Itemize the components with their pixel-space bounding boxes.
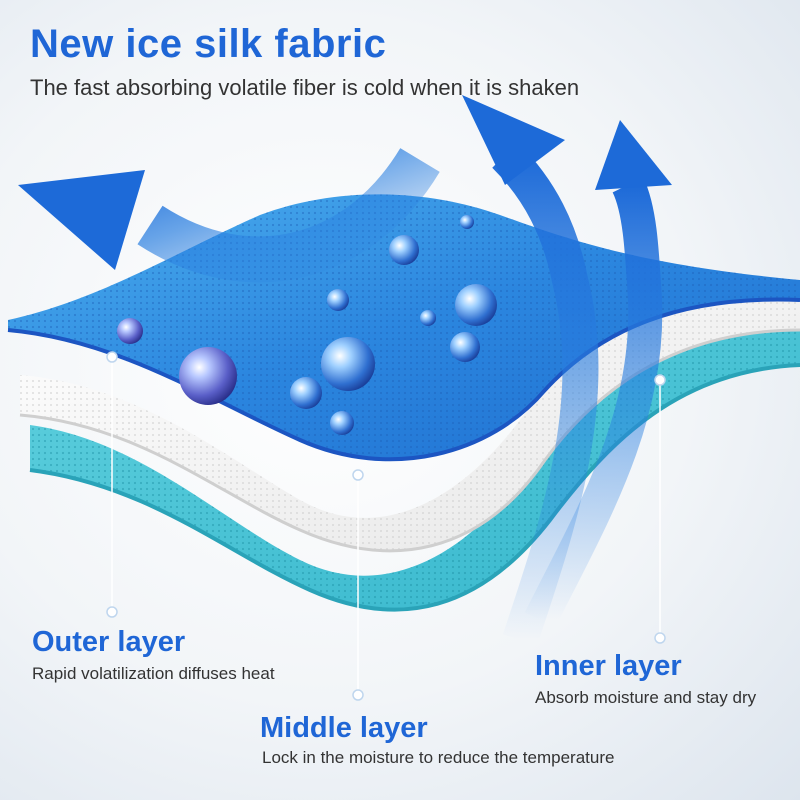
middle-layer-description: Lock in the moisture to reduce the tempe… xyxy=(262,748,615,767)
inner-fabric-layer xyxy=(29,325,800,612)
right-heat-arrow xyxy=(524,120,672,628)
center-heat-arrow xyxy=(462,95,599,646)
callout-lines xyxy=(106,351,666,701)
page-title: New ice silk fabric xyxy=(30,22,387,66)
outer-layer-title: Outer layer xyxy=(32,626,186,658)
page-subtitle: The fast absorbing volatile fiber is col… xyxy=(30,75,580,100)
left-heat-arrow xyxy=(18,147,440,283)
water-droplets xyxy=(117,215,497,435)
inner-layer-title: Inner layer xyxy=(535,650,682,682)
outer-layer-description: Rapid volatilization diffuses heat xyxy=(32,664,275,683)
middle-layer-title: Middle layer xyxy=(260,712,428,744)
inner-layer-description: Absorb moisture and stay dry xyxy=(535,688,757,707)
